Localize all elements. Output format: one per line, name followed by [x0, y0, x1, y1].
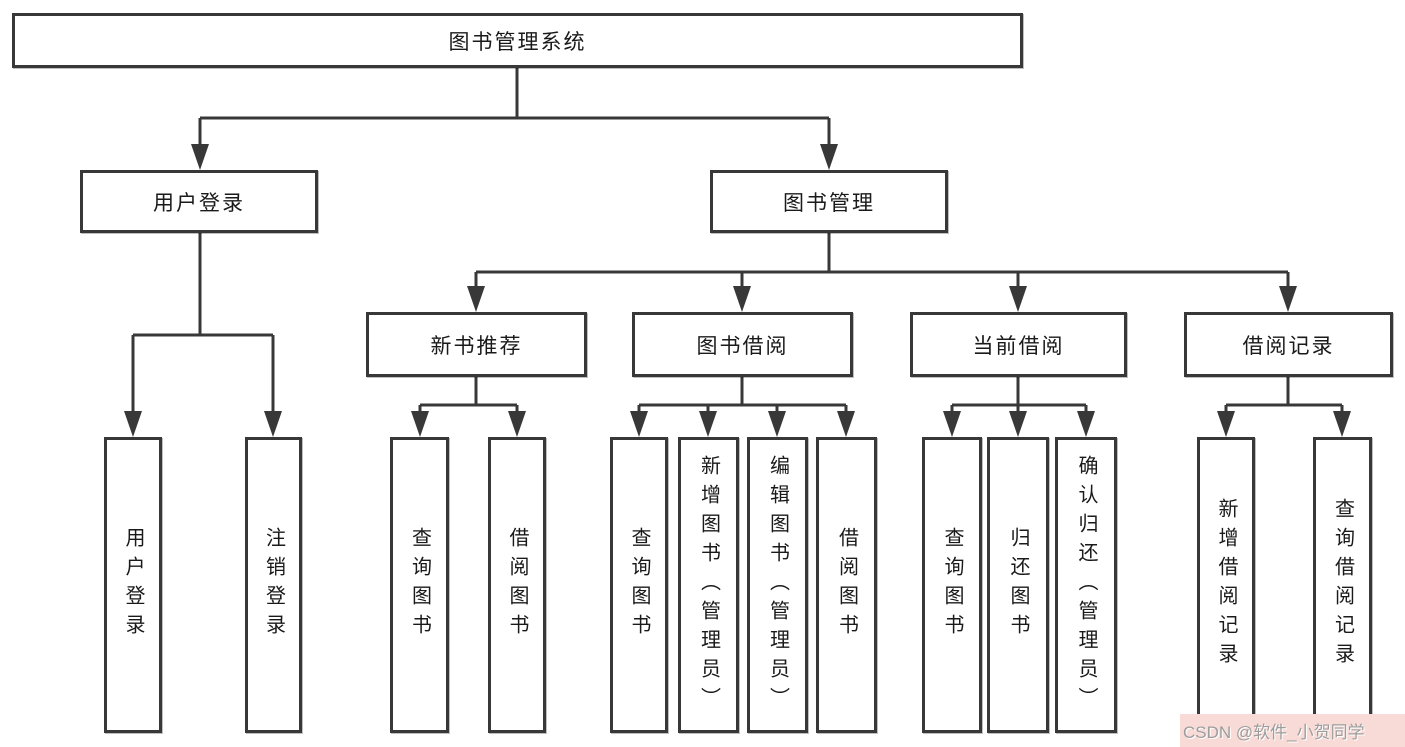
node-new-book-recommend: 新书推荐 [366, 312, 587, 377]
leaf-user-login-label: 用户登录 [122, 527, 144, 643]
leaf-query-borrow-record: 查询借阅记录 [1313, 437, 1372, 733]
node-current-borrow-label: 当前借阅 [972, 334, 1065, 358]
leaf-borrow-book-1-label: 借阅图书 [506, 527, 528, 643]
leaf-add-borrow-record-label: 新增借阅记录 [1215, 498, 1237, 672]
node-current-borrow: 当前借阅 [910, 312, 1127, 377]
leaf-query-book-2: 查询图书 [610, 437, 668, 733]
leaf-edit-book-admin: 编辑图书（管理员） [747, 437, 808, 733]
node-user-login: 用户登录 [80, 170, 318, 233]
node-book-borrow-label: 图书借阅 [696, 334, 789, 358]
node-user-login-label: 用户登录 [153, 191, 245, 215]
leaf-user-login: 用户登录 [104, 437, 162, 733]
node-book-management: 图书管理 [710, 170, 948, 233]
leaf-query-book-2-label: 查询图书 [628, 527, 650, 643]
leaf-add-borrow-record: 新增借阅记录 [1197, 437, 1255, 733]
leaf-logout: 注销登录 [245, 437, 302, 733]
leaf-edit-book-admin-label: 编辑图书（管理员） [766, 454, 789, 716]
node-book-borrow: 图书借阅 [632, 312, 853, 377]
node-book-management-label: 图书管理 [783, 191, 875, 215]
leaf-confirm-return-admin-label: 确认归还（管理员） [1075, 454, 1097, 716]
leaf-query-book-1-label: 查询图书 [408, 527, 431, 643]
node-new-book-recommend-label: 新书推荐 [430, 334, 523, 358]
leaf-borrow-book-2: 借阅图书 [816, 437, 877, 733]
leaf-query-borrow-record-label: 查询借阅记录 [1331, 498, 1354, 672]
leaf-return-book: 归还图书 [987, 437, 1049, 733]
node-root: 图书管理系统 [12, 13, 1023, 68]
leaf-add-book-admin-label: 新增图书（管理员） [697, 454, 720, 716]
leaf-query-book-1: 查询图书 [390, 437, 449, 733]
node-root-label: 图书管理系统 [448, 30, 587, 54]
leaf-logout-label: 注销登录 [262, 527, 285, 643]
node-borrow-records-label: 借阅记录 [1242, 334, 1335, 358]
watermark: CSDN @软件_小贺同学 [1180, 714, 1405, 747]
leaf-query-book-3-label: 查询图书 [941, 527, 963, 643]
leaf-borrow-book-1: 借阅图书 [488, 437, 546, 733]
leaf-borrow-book-2-label: 借阅图书 [835, 527, 858, 643]
node-borrow-records: 借阅记录 [1184, 312, 1393, 377]
leaf-add-book-admin: 新增图书（管理员） [678, 437, 739, 733]
leaf-query-book-3: 查询图书 [922, 437, 982, 733]
leaf-return-book-label: 归还图书 [1007, 527, 1029, 643]
watermark-text: CSDN @软件_小贺同学 [1183, 723, 1365, 742]
leaf-confirm-return-admin: 确认归还（管理员） [1055, 437, 1117, 733]
